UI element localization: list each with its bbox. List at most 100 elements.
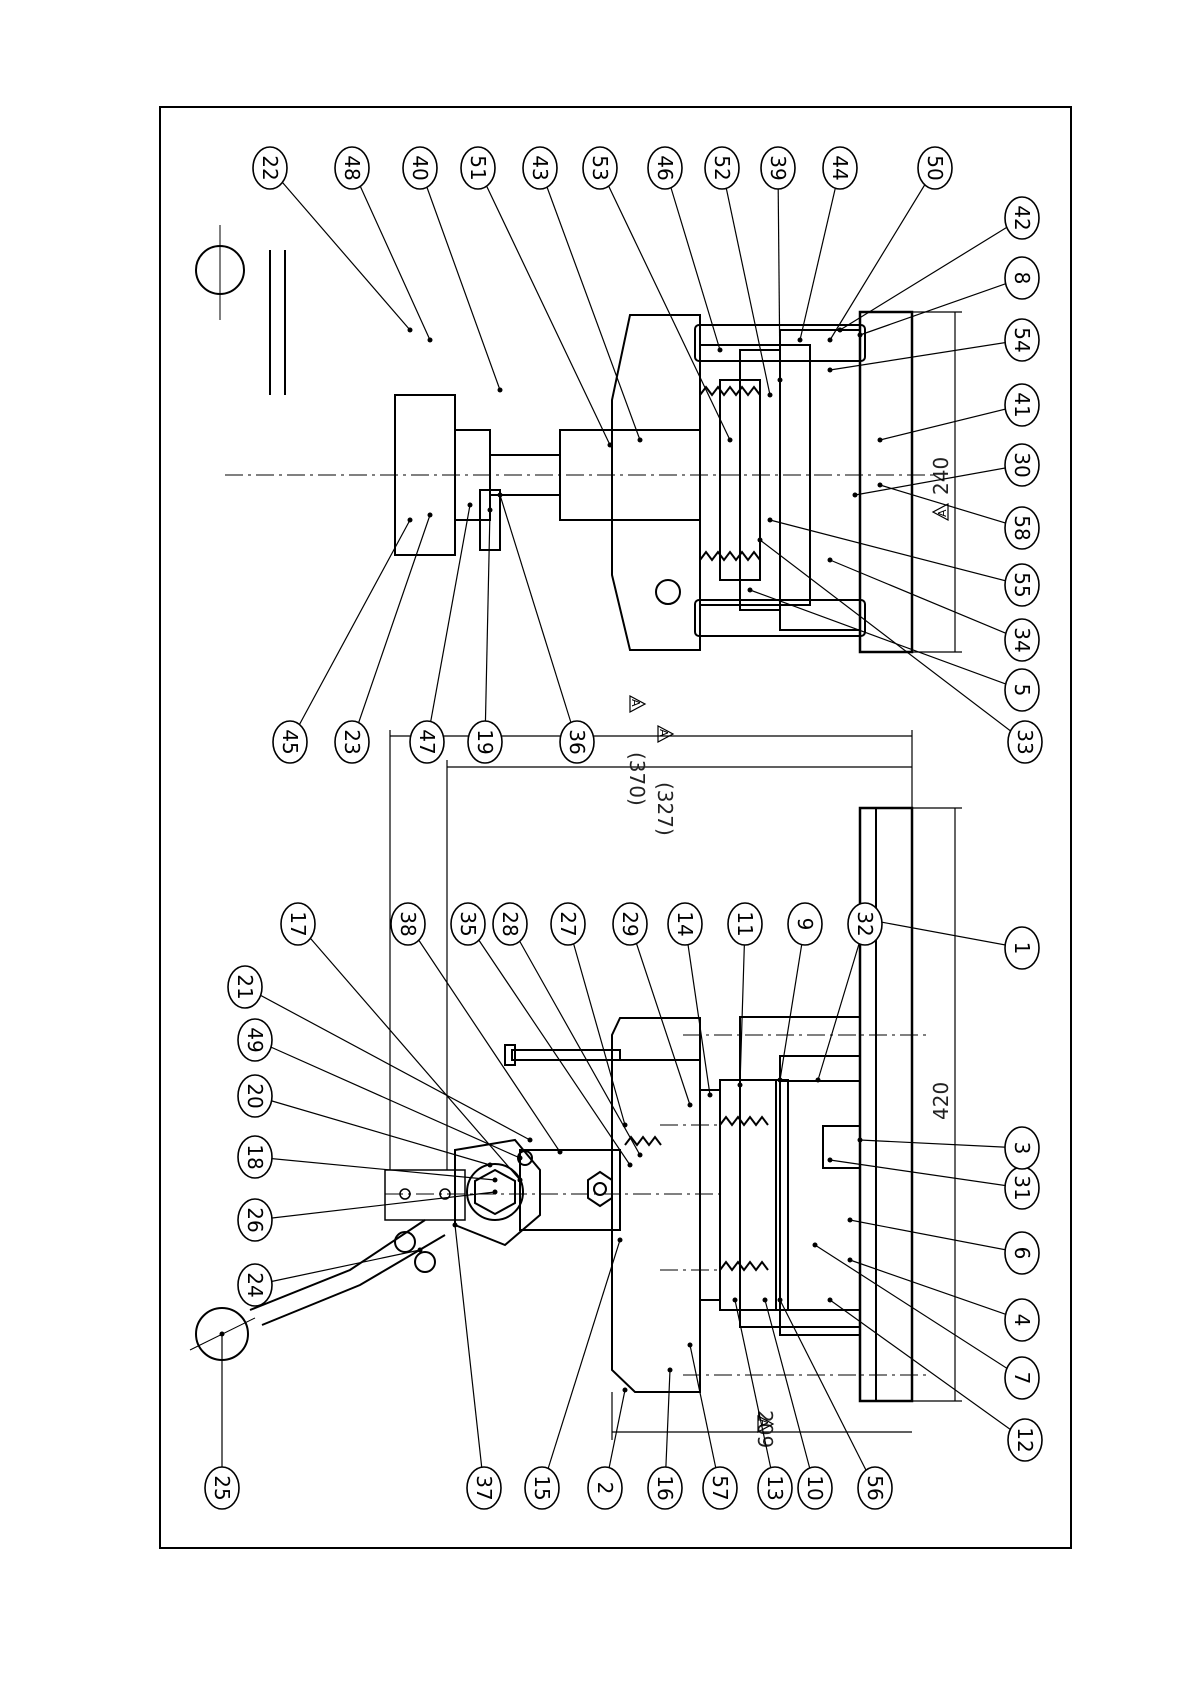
front-leader-dot-51 (608, 443, 613, 448)
side-balloon-label-13: 13 (763, 1475, 787, 1500)
front-leader-dot-8 (858, 333, 863, 338)
front-balloon-label-23: 23 (340, 729, 364, 754)
side-leader-dot-21 (528, 1138, 533, 1143)
front-leader-42 (840, 218, 1022, 330)
side-leader-dot-15 (618, 1238, 623, 1243)
side-leader-dot-10 (763, 1298, 768, 1303)
side-leader-dot-16 (668, 1368, 673, 1373)
side-leader-dot-49 (518, 1156, 523, 1161)
side-leader-dot-11 (738, 1083, 743, 1088)
front-balloon-label-41: 41 (1010, 392, 1034, 417)
base-plate (860, 808, 912, 1401)
side-balloon-label-28: 28 (498, 911, 522, 936)
side-leader-dot-2 (623, 1388, 628, 1393)
side-balloon-label-38: 38 (396, 911, 420, 936)
side-leader-18 (255, 1157, 495, 1180)
front-balloon-label-54: 54 (1010, 327, 1034, 352)
side-leader-dot-4 (848, 1258, 853, 1263)
front-balloon-label-40: 40 (408, 155, 432, 180)
front-balloon-label-47: 47 (415, 729, 439, 754)
front-leader-dot-39 (778, 378, 783, 383)
front-balloon-label-53: 53 (588, 155, 612, 180)
front-leader-dot-48 (428, 338, 433, 343)
dim-370: (370) (625, 752, 649, 806)
front-frame (612, 315, 700, 650)
front-leader-dot-40 (498, 388, 503, 393)
side-balloon-label-37: 37 (472, 1475, 496, 1500)
side-balloon-label-11: 11 (733, 911, 757, 936)
front-leader-dot-52 (768, 393, 773, 398)
front-leader-48 (352, 168, 430, 340)
front-leader-41 (880, 405, 1022, 440)
front-leader-dot-33 (758, 538, 763, 543)
side-leader-dot-25 (220, 1332, 225, 1337)
front-leader-23 (352, 515, 430, 742)
side-leader-28 (510, 924, 640, 1155)
side-leader-3 (860, 1140, 1022, 1148)
side-balloon-label-10: 10 (803, 1475, 827, 1500)
front-balloon-label-34: 34 (1010, 627, 1034, 652)
side-balloon-label-49: 49 (243, 1027, 267, 1052)
side-balloon-label-9: 9 (793, 918, 817, 931)
ref-marker-209: A (757, 1419, 770, 1427)
side-leader-dot-13 (733, 1298, 738, 1303)
front-balloon-label-48: 48 (340, 155, 364, 180)
side-balloon-label-35: 35 (456, 911, 480, 936)
side-leader-dot-56 (778, 1298, 783, 1303)
side-leader-dot-6 (848, 1218, 853, 1223)
front-leader-45 (290, 520, 410, 742)
front-leader-dot-46 (718, 348, 723, 353)
side-balloon-label-24: 24 (243, 1272, 267, 1297)
side-balloon-label-31: 31 (1010, 1175, 1034, 1200)
side-leader-dot-28 (638, 1153, 643, 1158)
side-leader-21 (245, 987, 530, 1140)
front-leader-dot-55 (768, 518, 773, 523)
front-leader-dot-22 (408, 328, 413, 333)
side-balloon-label-25: 25 (210, 1475, 234, 1500)
front-leader-dot-58 (878, 483, 883, 488)
drawing-border (160, 107, 1071, 1548)
hex-nut (588, 1172, 612, 1206)
front-leader-dot-44 (798, 338, 803, 343)
side-leader-dot-37 (453, 1223, 458, 1228)
front-leader-dot-5 (748, 588, 753, 593)
front-leader-36 (500, 495, 577, 742)
side-balloon-label-2: 2 (593, 1482, 617, 1495)
front-leader-dot-34 (828, 558, 833, 563)
side-leader-dot-3 (858, 1138, 863, 1143)
side-balloon-label-57: 57 (708, 1475, 732, 1500)
front-leader-55 (770, 520, 1022, 585)
front-balloon-label-51: 51 (466, 155, 490, 180)
front-balloon-label-19: 19 (473, 729, 497, 754)
side-leader-10 (765, 1300, 815, 1488)
side-leader-dot-57 (688, 1343, 693, 1348)
dim-420: 420 (929, 1082, 953, 1120)
side-leader-11 (740, 924, 745, 1085)
side-balloon-label-56: 56 (863, 1475, 887, 1500)
front-leader-47 (427, 505, 470, 742)
front-leader-dot-54 (828, 368, 833, 373)
front-balloon-label-52: 52 (710, 155, 734, 180)
front-balloon-label-55: 55 (1010, 572, 1034, 597)
side-balloon-label-7: 7 (1010, 1372, 1034, 1385)
front-leader-40 (420, 168, 500, 390)
dim-327: (327) (653, 782, 677, 836)
side-balloon-label-1: 1 (1010, 942, 1034, 955)
front-balloon-label-33: 33 (1013, 729, 1037, 754)
side-leader-dot-32 (816, 1078, 821, 1083)
frame-plate (612, 1018, 700, 1392)
front-leader-dot-36 (498, 493, 503, 498)
side-leader-dot-7 (813, 1243, 818, 1248)
front-balloon-label-5: 5 (1010, 684, 1034, 697)
front-leader-dot-19 (488, 508, 493, 513)
front-balloon-label-46: 46 (653, 155, 677, 180)
front-balloon-label-43: 43 (528, 155, 552, 180)
front-leader-33 (760, 540, 1025, 742)
side-balloon-label-15: 15 (530, 1475, 554, 1500)
side-balloon-label-3: 3 (1010, 1142, 1034, 1155)
front-leader-dot-53 (728, 438, 733, 443)
side-leader-15 (542, 1240, 620, 1488)
side-leader-dot-35 (628, 1163, 633, 1168)
side-balloon-label-17: 17 (286, 911, 310, 936)
